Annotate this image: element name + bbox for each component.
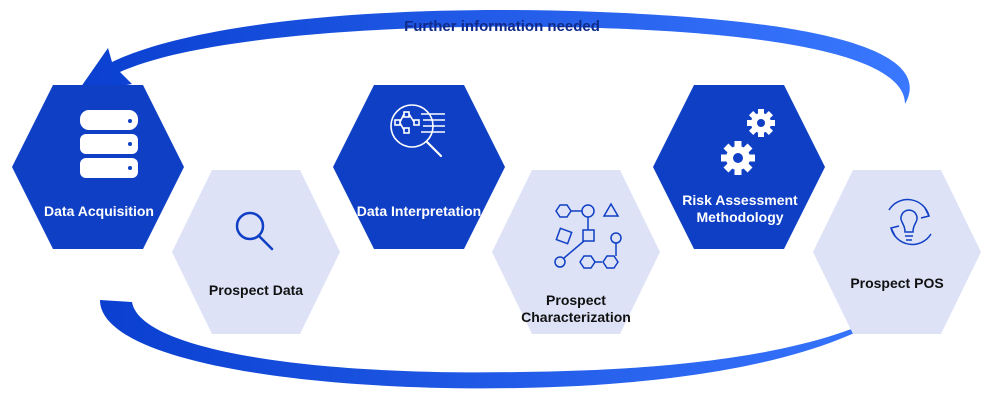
shapes-flow-icon	[554, 202, 622, 269]
step-label-risk-assessment: Risk Assessment Methodology	[682, 192, 798, 225]
step-label-prospect-data: Prospect Data	[208, 282, 304, 298]
hexagon-data-interpretation	[333, 85, 505, 249]
lightbulb-icon	[888, 198, 932, 246]
magnifier-icon	[235, 211, 274, 251]
hexagon-prospect-characterization	[492, 170, 660, 334]
feedback-arrow	[76, 10, 910, 105]
hexagon-prospect-pos	[813, 170, 981, 334]
gears-icon	[721, 109, 775, 175]
database-icon	[80, 110, 138, 178]
step-label-data-acquisition: Data Acquisition	[44, 203, 154, 219]
step-label-prospect-pos: Prospect POS	[850, 275, 944, 291]
step-label-data-interpretation: Data Interpretation	[356, 203, 482, 219]
step-label-prospect-characterization: Prospect Characterization	[521, 292, 631, 325]
feedback-label: Further information needed	[404, 18, 600, 35]
flow-arrow	[100, 290, 935, 389]
data-analysis-icon	[390, 104, 445, 158]
hexagon-data-prospect-data	[172, 170, 340, 334]
